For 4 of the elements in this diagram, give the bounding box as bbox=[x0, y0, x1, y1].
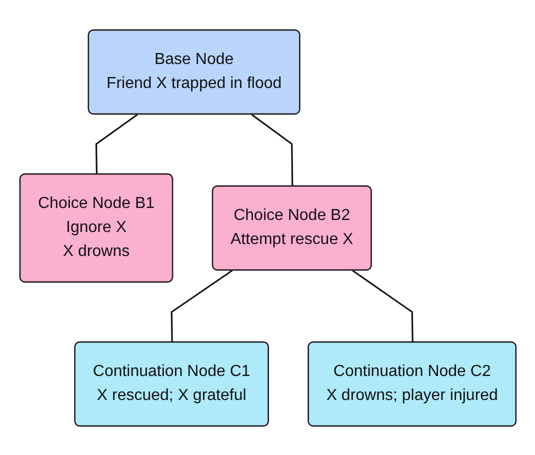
connector bbox=[250, 113, 293, 186]
connector bbox=[170, 269, 232, 342]
connector bbox=[352, 269, 413, 342]
connector bbox=[94, 113, 138, 174]
